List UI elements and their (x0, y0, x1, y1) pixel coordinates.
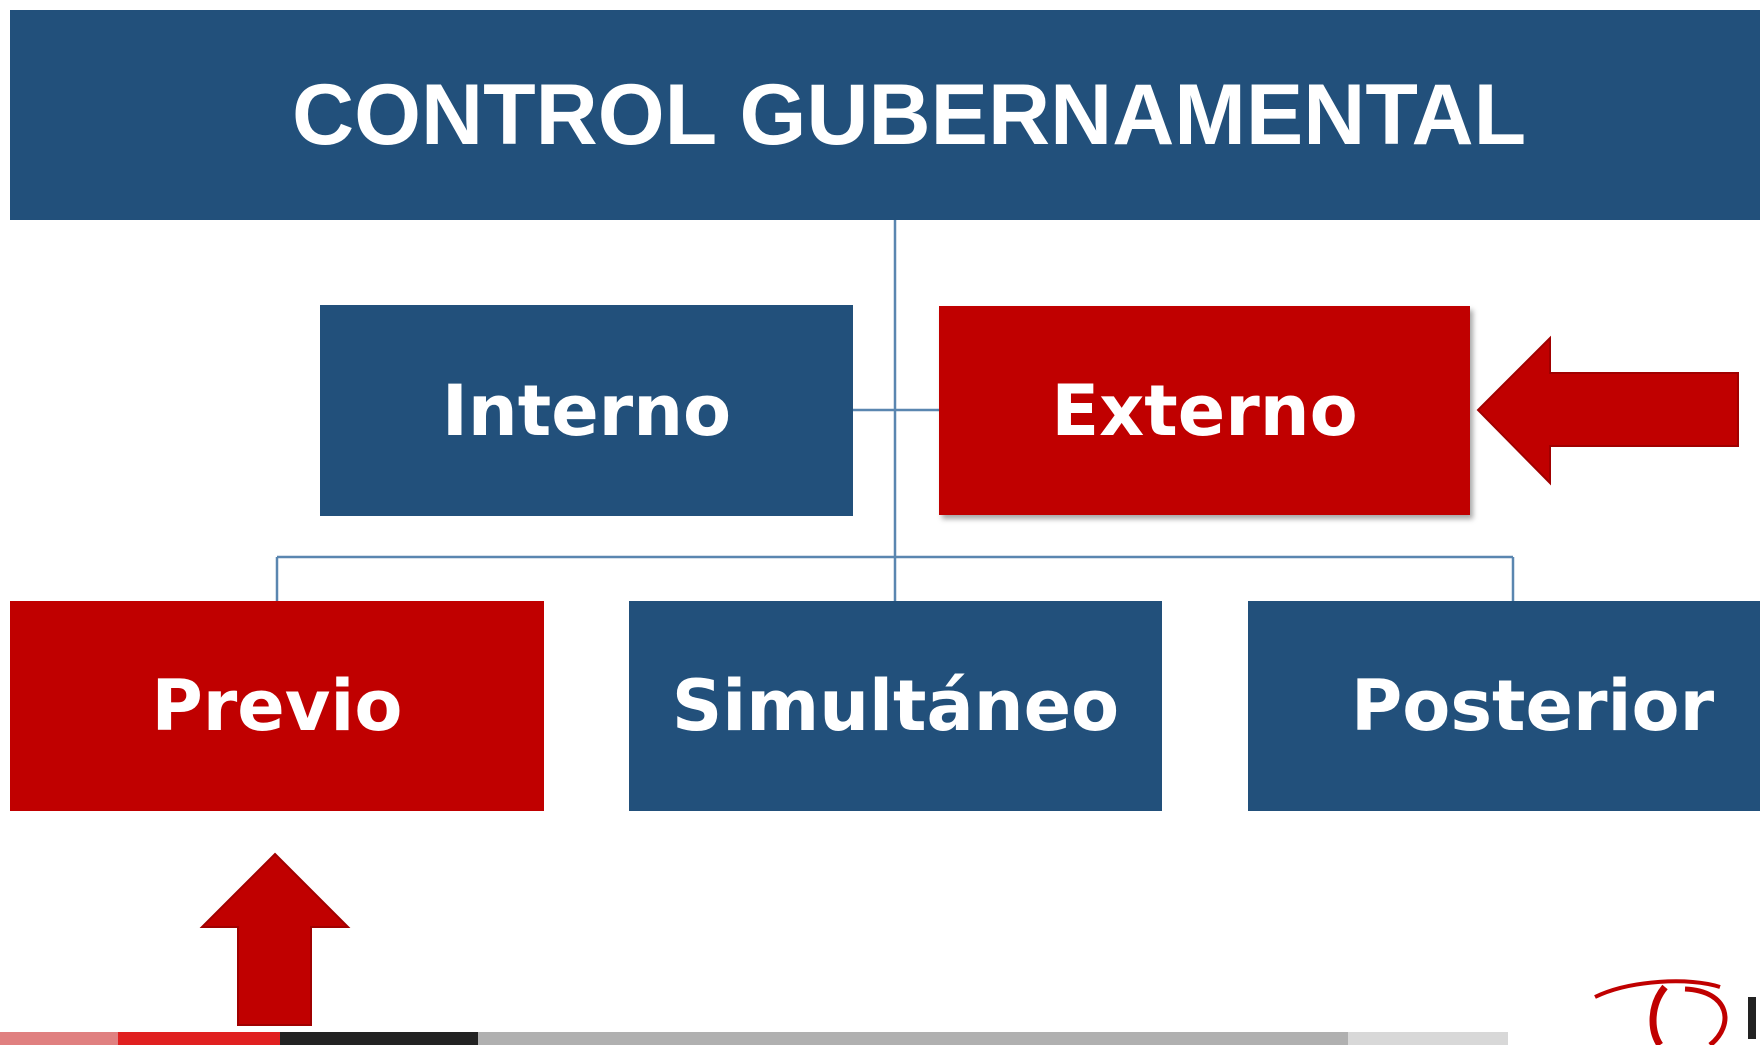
node-externo-label: Externo (1051, 369, 1358, 452)
node-previo: Previo (10, 601, 544, 811)
node-posterior: Posterior (1248, 601, 1760, 811)
node-interno-label: Interno (441, 369, 732, 452)
node-externo: Externo (939, 306, 1470, 515)
footer-strip-segment-1 (0, 1032, 118, 1045)
node-posterior-label: Posterior (1351, 665, 1715, 747)
footer-strip-segment-3 (280, 1032, 478, 1045)
title-banner: CONTROL GUBERNAMENTAL (10, 10, 1760, 220)
footer-strip-segment-4 (478, 1032, 1348, 1045)
left-pointing-arrow-icon (1476, 335, 1739, 486)
up-pointing-arrow-icon (199, 852, 351, 1026)
footer-strip-segment-2 (118, 1032, 280, 1045)
node-interno: Interno (320, 305, 853, 516)
node-simultaneo: Simultáneo (629, 601, 1162, 811)
node-simultaneo-label: Simultáneo (671, 665, 1120, 747)
node-previo-label: Previo (151, 665, 403, 747)
footer-strip-segment-5 (1348, 1032, 1508, 1045)
diagram-title: CONTROL GUBERNAMENTAL (292, 66, 1527, 163)
logo-icon (1594, 979, 1756, 1045)
